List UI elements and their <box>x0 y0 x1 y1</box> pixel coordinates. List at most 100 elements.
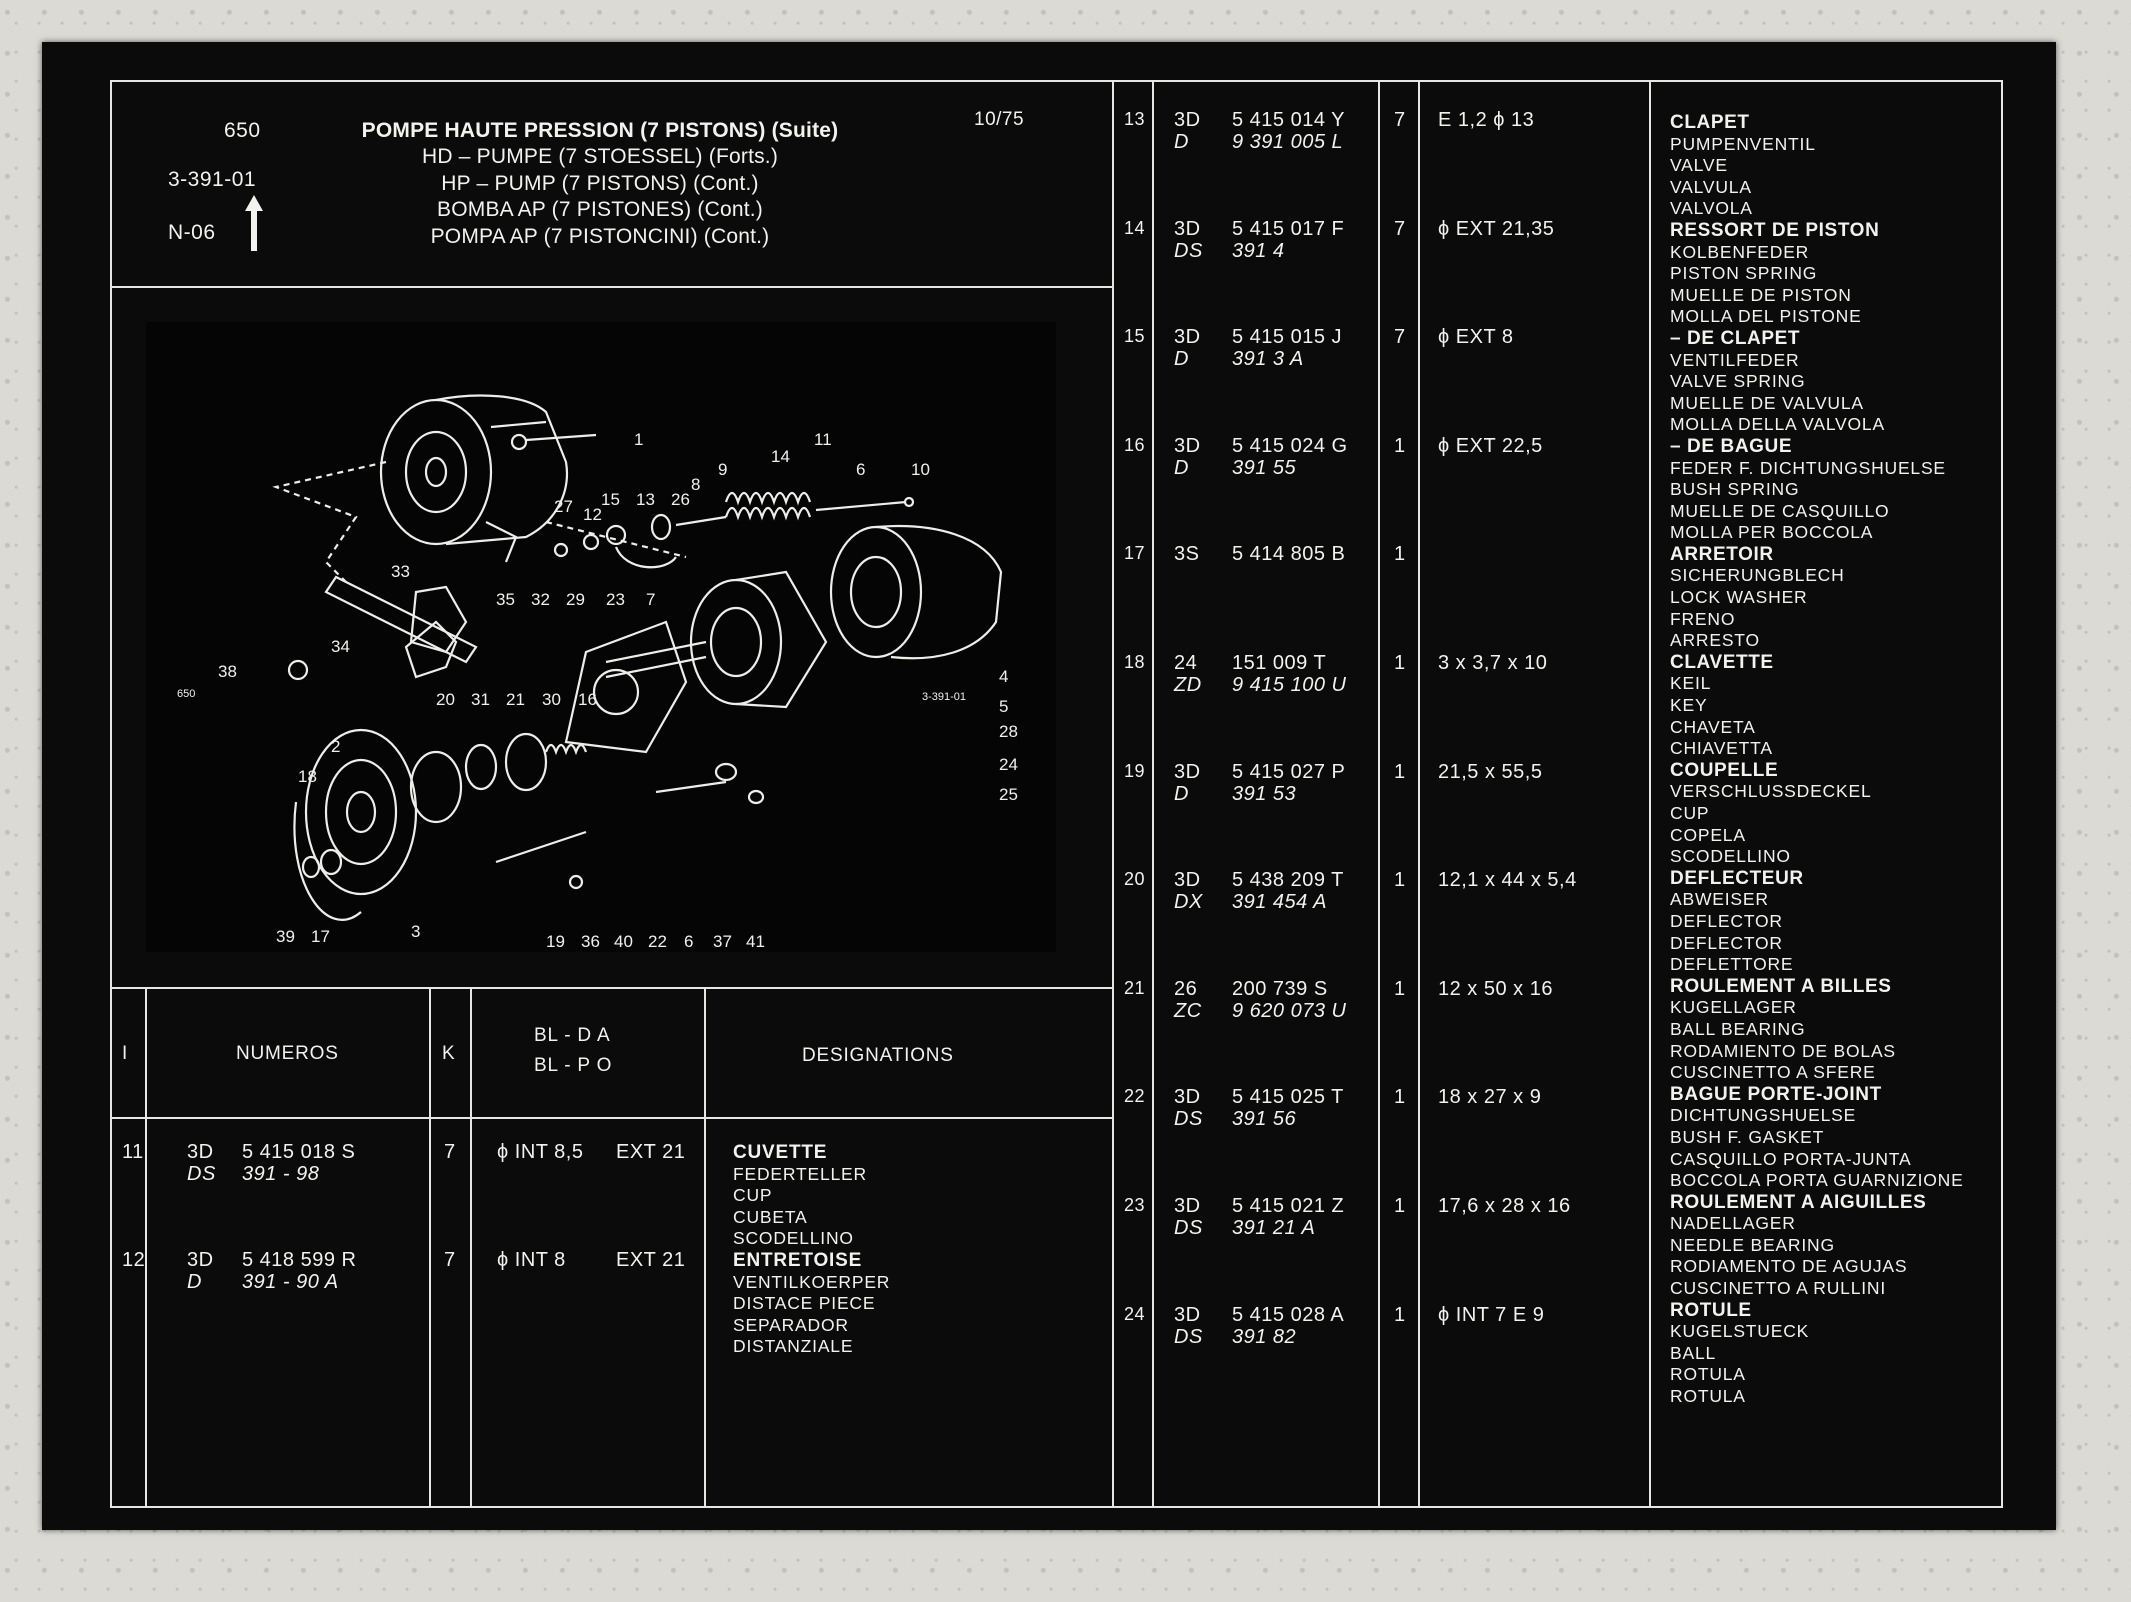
center-divider <box>1112 80 1114 1508</box>
col-line <box>1152 80 1154 1508</box>
designation-line: CLAVETTE <box>1670 651 1774 673</box>
row-index: 15 <box>1124 326 1146 347</box>
svg-text:7: 7 <box>646 590 655 609</box>
designation-line: VALVULA <box>1670 176 1752 197</box>
svg-text:21: 21 <box>506 690 525 709</box>
row-index: 20 <box>1124 869 1146 890</box>
row-number2: 391 53 <box>1232 782 1297 805</box>
designation-line: CUSCINETTO A SFERE <box>1670 1062 1876 1083</box>
row-dim1: ϕ INT 8,5 <box>497 1141 584 1163</box>
row-k: 1 <box>1394 434 1406 457</box>
svg-text:16: 16 <box>578 690 597 709</box>
svg-text:35: 35 <box>496 590 515 609</box>
designation-line: DISTACE PIECE <box>733 1293 876 1314</box>
header-divider <box>110 286 1113 288</box>
designation-line: MUELLE DE VALVULA <box>1670 392 1864 413</box>
row-ref2: D <box>1174 782 1189 805</box>
row-index: 14 <box>1124 217 1146 238</box>
svg-text:32: 32 <box>531 590 550 609</box>
row-k: 1 <box>1394 543 1406 566</box>
row-ref1: 3D <box>1174 1303 1201 1326</box>
row-dim: 17,6 x 28 x 16 <box>1438 1195 1571 1217</box>
svg-text:12: 12 <box>583 505 602 524</box>
designation-line: DISTANZIALE <box>733 1336 854 1357</box>
svg-text:40: 40 <box>614 932 633 951</box>
svg-text:31: 31 <box>471 690 490 709</box>
designation-line: CASQUILLO PORTA-JUNTA <box>1670 1148 1912 1169</box>
designation-line: SICHERUNGBLECH <box>1670 565 1845 586</box>
designation-line: BAGUE PORTE-JOINT <box>1670 1083 1882 1105</box>
title-it: POMPA AP (7 PISTONCINI) (Cont.) <box>430 225 770 248</box>
designation-line: ABWEISER <box>1670 889 1769 910</box>
row-number2: 391 82 <box>1232 1325 1297 1348</box>
designation-line: VENTILKOERPER <box>733 1271 891 1292</box>
svg-text:28: 28 <box>999 722 1018 741</box>
svg-text:2: 2 <box>331 737 340 756</box>
svg-text:1: 1 <box>634 430 643 449</box>
row-dim: E 1,2 ϕ 13 <box>1438 109 1535 131</box>
row-dim: 18 x 27 x 9 <box>1438 1086 1542 1109</box>
row-number1: 5 415 017 F <box>1232 217 1345 240</box>
designation-line: COUPELLE <box>1670 759 1779 781</box>
designation-line: CHAVETA <box>1670 716 1756 737</box>
row-ref2: D <box>187 1271 202 1293</box>
svg-text:19: 19 <box>546 932 565 951</box>
svg-text:34: 34 <box>331 637 350 656</box>
designation-line: CUP <box>1670 803 1710 823</box>
row-dim: ϕ EXT 22,5 <box>1438 434 1543 457</box>
designation-line: VENTILFEDER <box>1670 349 1800 370</box>
row-ref2: ZC <box>1174 999 1202 1022</box>
col-line <box>1378 80 1380 1508</box>
svg-text:36: 36 <box>581 932 600 951</box>
designation-line: – DE BAGUE <box>1670 435 1793 457</box>
designation-line: FEDER F. DICHTUNGSHUELSE <box>1670 457 1946 478</box>
svg-text:37: 37 <box>713 932 732 951</box>
row-number1: 5 438 209 T <box>1232 869 1344 892</box>
row-ref1: 3D <box>1174 326 1201 349</box>
row-dim2: EXT 21 <box>616 1141 686 1163</box>
designation-line: ARRESTO <box>1670 630 1760 651</box>
designation-line: CHIAVETTA <box>1670 738 1773 759</box>
title-en: HP – PUMP (7 PISTONS) (Cont.) <box>441 172 759 195</box>
svg-text:17: 17 <box>311 927 330 946</box>
designation-line: RESSORT DE PISTON <box>1670 219 1880 241</box>
designation-line: ROTULA <box>1670 1386 1746 1407</box>
designation-line: SCODELLINO <box>1670 846 1791 867</box>
row-ref2: D <box>1174 348 1189 371</box>
row-ref1: 3D <box>1174 217 1201 240</box>
designation-line: ROULEMENT A BILLES <box>1670 975 1892 997</box>
designation-line: SCODELLINO <box>733 1228 854 1249</box>
row-number1: 5 414 805 B <box>1232 543 1346 566</box>
svg-text:3: 3 <box>411 922 420 941</box>
designation-line: MOLLA DELLA VALVOLA <box>1670 414 1885 435</box>
col-numeros-header: NUMEROS <box>236 1043 339 1064</box>
row-ref2: DS <box>1174 1325 1203 1348</box>
exploded-diagram: 1 34 33 38 35 32 29 23 7 27 12 15 13 26 … <box>146 322 1056 952</box>
diagram-bottom-line <box>110 987 1113 989</box>
designation-line: KEY <box>1670 695 1708 716</box>
row-number2: 9 415 100 U <box>1232 674 1347 696</box>
row-index: 18 <box>1124 652 1146 672</box>
row-ref2: DX <box>1174 891 1203 914</box>
svg-text:25: 25 <box>999 785 1018 804</box>
row-number2: 391 3 A <box>1232 348 1304 371</box>
designation-line: NADELLAGER <box>1670 1213 1796 1234</box>
row-ref1: 3D <box>1174 109 1201 131</box>
svg-text:11: 11 <box>814 430 832 449</box>
row-dim1: ϕ INT 8 <box>497 1249 566 1271</box>
row-index: 16 <box>1124 434 1146 455</box>
designation-line: LOCK WASHER <box>1670 587 1808 608</box>
svg-text:39: 39 <box>276 927 295 946</box>
row-ref1: 26 <box>1174 977 1198 1000</box>
designation-line: FEDERTELLER <box>733 1163 867 1184</box>
designation-line: DICHTUNGSHUELSE <box>1670 1105 1857 1126</box>
svg-text:6: 6 <box>856 460 865 479</box>
svg-text:6: 6 <box>684 932 693 951</box>
designation-line: CLAPET <box>1670 112 1750 133</box>
row-k: 7 <box>1394 217 1406 240</box>
title-de: HD – PUMPE (7 STOESSEL) (Forts.) <box>421 145 779 168</box>
designation-line: KUGELLAGER <box>1670 997 1797 1018</box>
designation-line: DEFLETTORE <box>1670 954 1794 975</box>
row-number1: 5 415 014 Y <box>1232 109 1346 131</box>
designation-line: DEFLECTOR <box>1670 910 1783 931</box>
